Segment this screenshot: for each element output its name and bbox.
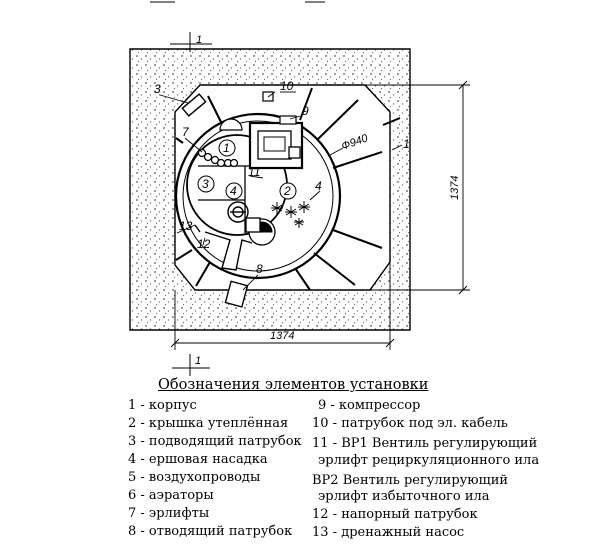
legend-item: 8 - отводящий патрубок xyxy=(128,524,293,539)
legend-item: 10 - патрубок под эл. кабель xyxy=(312,416,508,431)
callout-leaders xyxy=(159,91,403,291)
legend-title: Обозначения элементов установки xyxy=(158,377,429,393)
width-dimension-label: 1374 xyxy=(270,330,294,342)
callout-12: 12 xyxy=(197,237,211,251)
legend-item: 12 - напорный патрубок xyxy=(312,507,478,522)
callout-3-inner: 3 xyxy=(202,177,209,191)
top-section-mark-label: 1 xyxy=(196,34,202,46)
callout-3: 3 xyxy=(154,82,161,96)
legend-item: 13 - дренажный насос xyxy=(312,525,465,540)
radial-ribs xyxy=(175,87,401,291)
legend-item: 1 - корпус xyxy=(128,398,197,413)
callout-9: 9 xyxy=(302,104,309,118)
outlet-pipe xyxy=(224,280,249,308)
callout-1: 1 xyxy=(403,137,410,151)
width-dimension-lines xyxy=(170,262,395,350)
legend-item: 3 - подводящий патрубок xyxy=(128,434,302,449)
callout-8: 8 xyxy=(256,262,263,276)
legend-item: 6 - аэраторы xyxy=(128,488,214,503)
diameter-label: Ф940 xyxy=(340,132,370,153)
callout-7: 7 xyxy=(182,125,190,139)
inlet-pipe xyxy=(181,93,207,117)
airlift-pipes xyxy=(197,148,239,168)
compressor-unit xyxy=(248,115,304,170)
legend-item: 5 - воздухопроводы xyxy=(128,470,261,485)
installation-plan-drawing: 1 xyxy=(129,1,470,376)
bottom-section-mark-label: 1 xyxy=(195,355,201,367)
callout-10: 10 xyxy=(280,79,294,93)
legend-item: 9 - компрессор xyxy=(318,398,421,413)
legend-item: эрлифт избыточного ила xyxy=(318,489,490,504)
callout-11: 11 xyxy=(248,165,260,179)
legend-item: эрлифт рециркуляционного ила xyxy=(318,453,540,468)
inner-circled-numbers xyxy=(197,139,297,200)
legend-item: 7 - эрлифты xyxy=(128,506,210,521)
callout-2-inner: 2 xyxy=(283,184,291,198)
tank-body-inner xyxy=(182,120,334,272)
callout-13: 13 xyxy=(179,219,193,233)
brush-nozzle xyxy=(227,201,249,223)
callout-4-inner: 4 xyxy=(230,184,237,198)
height-dimension-lines xyxy=(365,80,470,295)
legend-item: 2 - крышка утеплённая xyxy=(128,416,289,431)
legend-item: ВР2 Вентиль регулирующий xyxy=(312,473,509,488)
pressure-pipe xyxy=(194,224,253,271)
height-dimension-label: 1374 xyxy=(449,176,461,200)
chamber-cap xyxy=(219,118,243,131)
bottom-section-mark xyxy=(172,354,210,376)
drainage-pump xyxy=(245,217,276,246)
callout-4: 4 xyxy=(315,179,322,193)
top-section-mark xyxy=(150,1,325,52)
legend-item: 4 - ершовая насадка xyxy=(128,452,268,467)
legend-item: 11 - ВР1 Вентиль регулирующий xyxy=(312,436,538,451)
callout-1-inner: 1 xyxy=(223,141,230,155)
aerators xyxy=(271,201,310,228)
